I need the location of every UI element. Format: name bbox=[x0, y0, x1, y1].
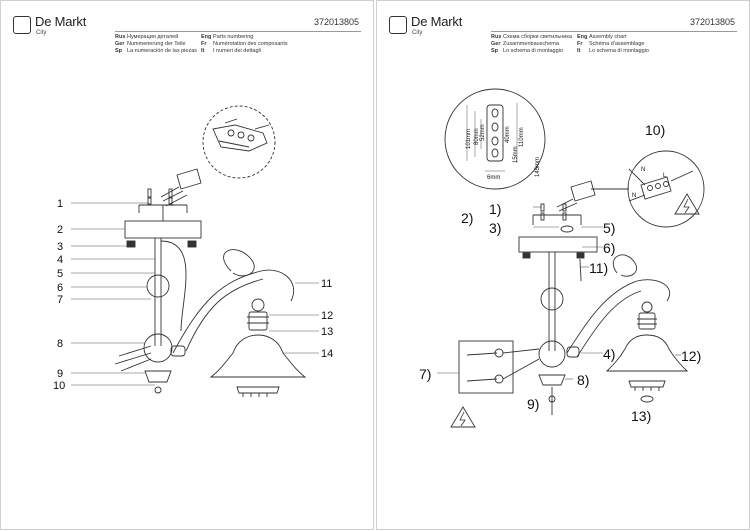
screws-icon bbox=[147, 188, 173, 205]
glass-shade bbox=[209, 334, 307, 378]
callout-6: 6) bbox=[603, 240, 615, 256]
dim-15: 15mm bbox=[513, 146, 519, 163]
assembly-diagram: 101mm 80mm 52mm 40mm 110mm 15mm 6mm 145m… bbox=[419, 88, 705, 428]
callout-10: 10) bbox=[645, 122, 665, 138]
lamp-holder bbox=[638, 312, 656, 330]
callout-11: 11 bbox=[321, 278, 332, 290]
wire-label-n2: N bbox=[632, 193, 636, 199]
callout-3: 3 bbox=[57, 241, 63, 253]
callout-9: 9 bbox=[57, 368, 63, 380]
brand-sub: City bbox=[412, 30, 423, 36]
decor-ball bbox=[540, 287, 564, 311]
callout-9: 9) bbox=[527, 396, 539, 412]
glass-shade bbox=[605, 334, 689, 372]
brand-logo: De Markt City bbox=[389, 14, 479, 40]
brand-sub: City bbox=[36, 30, 47, 36]
dim-52: 52mm bbox=[480, 124, 486, 141]
callout-8: 8) bbox=[577, 372, 589, 388]
center-body bbox=[538, 340, 566, 368]
wire-connection-detail bbox=[458, 340, 514, 394]
plate-detail-circle bbox=[444, 88, 546, 190]
callout-11: 11) bbox=[589, 260, 608, 276]
terminal-detail-icon bbox=[212, 118, 270, 152]
parts-diagram: 1 2 3 4 5 6 7 8 9 10 11 12 13 14 bbox=[53, 105, 333, 397]
header-rule bbox=[115, 31, 361, 32]
header-rule bbox=[491, 31, 737, 32]
callout-4: 4) bbox=[603, 346, 615, 362]
electric-warning-icon bbox=[674, 193, 700, 215]
bottom-cup bbox=[144, 370, 172, 383]
dim-6: 6mm bbox=[487, 175, 500, 181]
callout-14: 14 bbox=[321, 348, 333, 360]
terminal-wiring-detail bbox=[628, 168, 694, 202]
terminal-block bbox=[176, 168, 202, 190]
article-number: 372013805 bbox=[313, 17, 359, 27]
electric-warning-icon bbox=[450, 406, 476, 428]
decor-ball bbox=[146, 274, 170, 298]
bottom-cup bbox=[538, 374, 566, 386]
dim-80: 80mm bbox=[474, 128, 480, 145]
ceiling-plate bbox=[124, 220, 202, 239]
ceiling-plate bbox=[518, 236, 598, 253]
callout-1: 1) bbox=[489, 201, 501, 217]
logo-mark-icon bbox=[13, 16, 31, 34]
callout-4: 4 bbox=[57, 254, 63, 266]
callout-2: 2 bbox=[57, 224, 63, 236]
wire-label-n1: N bbox=[641, 167, 645, 173]
callout-1: 1 bbox=[57, 198, 63, 210]
dim-101: 101mm bbox=[466, 129, 472, 149]
brand-logo: De Markt City bbox=[13, 14, 103, 40]
dim-145: 145mm bbox=[535, 157, 541, 177]
callout-13: 13) bbox=[631, 408, 651, 424]
callout-3: 3) bbox=[489, 220, 501, 236]
callout-5: 5 bbox=[57, 268, 63, 280]
lamp-holder bbox=[248, 311, 268, 331]
wire-label-l: L bbox=[663, 173, 667, 179]
callout-2: 2) bbox=[461, 210, 473, 226]
callout-13: 13 bbox=[321, 326, 333, 338]
callout-6: 6 bbox=[57, 282, 63, 294]
callout-7: 7) bbox=[419, 366, 431, 382]
center-body bbox=[143, 333, 173, 363]
callout-7: 7 bbox=[57, 294, 63, 306]
logo-mark-icon bbox=[389, 16, 407, 34]
detail-circle bbox=[202, 105, 276, 179]
callout-10: 10 bbox=[53, 380, 65, 392]
lamp-arm bbox=[172, 269, 295, 354]
dim-40: 40mm bbox=[505, 126, 511, 143]
brand-name: De Markt bbox=[411, 14, 463, 29]
brand-name: De Markt bbox=[35, 14, 87, 29]
dim-110: 110mm bbox=[519, 127, 525, 147]
wiring-detail-circle bbox=[627, 150, 705, 228]
callout-8: 8 bbox=[57, 338, 63, 350]
callout-12: 12) bbox=[681, 348, 701, 364]
callout-5: 5) bbox=[603, 220, 615, 236]
article-number: 372013805 bbox=[689, 17, 735, 27]
lamp-arm bbox=[566, 279, 670, 358]
mounting-plate-detail bbox=[486, 104, 504, 162]
callout-12: 12 bbox=[321, 310, 333, 322]
